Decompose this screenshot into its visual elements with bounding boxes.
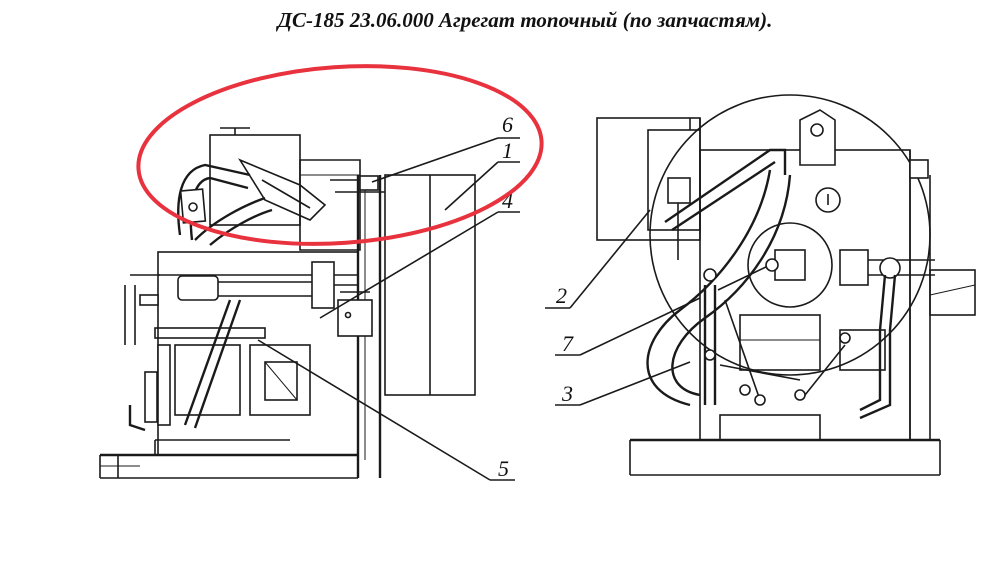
callout-1: 1 — [502, 138, 513, 163]
callout-6: 6 — [502, 112, 513, 137]
left-side-view — [99, 127, 476, 479]
callout-5: 5 — [498, 456, 509, 481]
page-title: ДС-185 23.06.000 Агрегат топочный (по за… — [277, 8, 773, 32]
right-side-view — [596, 94, 976, 476]
callout-leaders — [257, 137, 701, 481]
highlight-ellipse — [136, 64, 544, 246]
callout-2: 2 — [556, 283, 567, 308]
callout-4: 4 — [502, 188, 513, 213]
callout-3: 3 — [561, 381, 573, 406]
callout-7: 7 — [562, 331, 574, 356]
